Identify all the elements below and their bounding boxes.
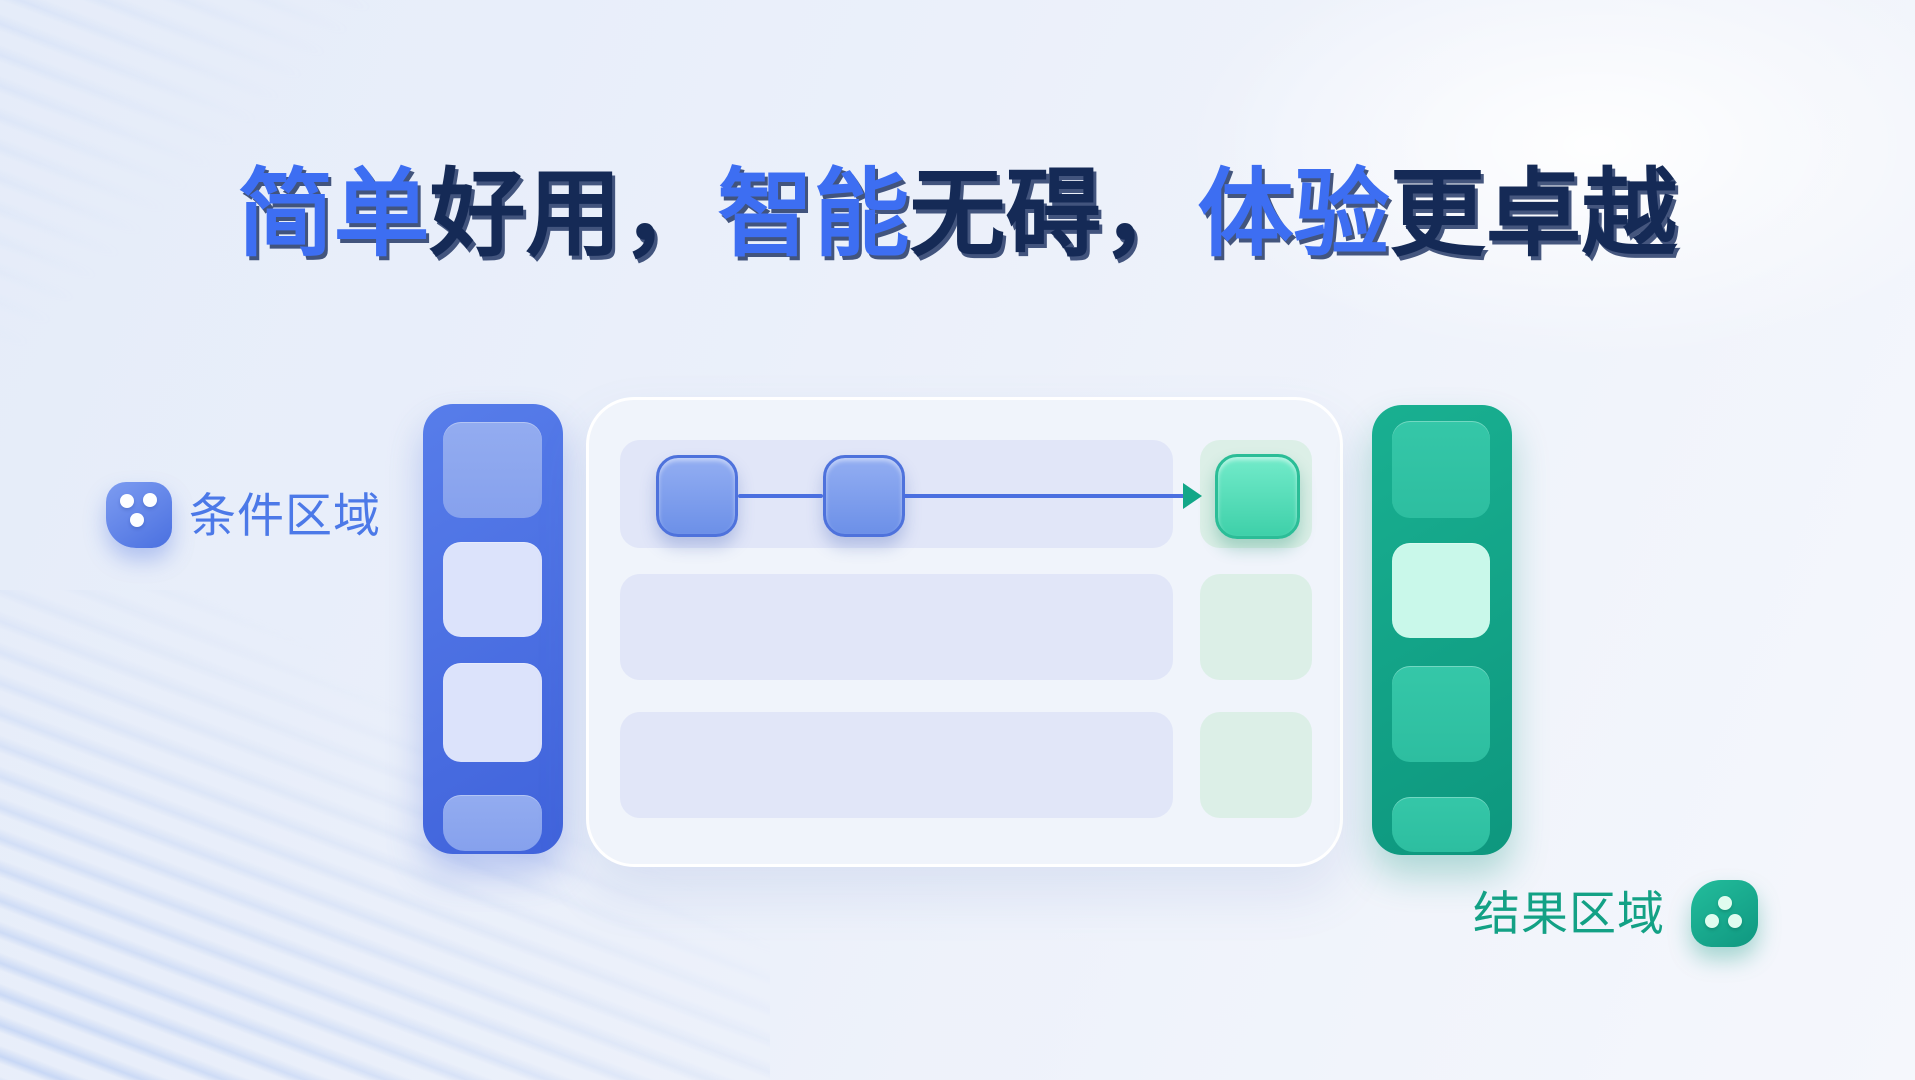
dice-dot bbox=[1718, 896, 1732, 910]
dice-dot bbox=[120, 494, 134, 508]
result-cell-filled bbox=[1392, 797, 1490, 852]
background-wave-lines-top bbox=[0, 0, 370, 350]
flow-card bbox=[586, 397, 1343, 867]
dice-three-dots-icon bbox=[1691, 880, 1758, 947]
dice-dot bbox=[130, 513, 144, 527]
result-node bbox=[1215, 454, 1300, 539]
headline-segment: 体验 bbox=[1197, 161, 1390, 268]
result-slot bbox=[1200, 574, 1312, 680]
dice-three-dots-icon bbox=[106, 482, 172, 548]
headline-segment: 无碍， bbox=[909, 161, 1198, 268]
flow-arrow-head-icon bbox=[1183, 483, 1202, 509]
condition-node bbox=[656, 455, 738, 537]
background-glow bbox=[1185, 0, 1915, 360]
condition-row-strip bbox=[620, 712, 1173, 818]
headline-segment: 更卓越 bbox=[1389, 161, 1678, 268]
headline-segment: 好用， bbox=[429, 161, 718, 268]
condition-legend: 条件区域 bbox=[106, 482, 381, 548]
result-label: 结果区域 bbox=[1473, 887, 1665, 940]
result-cell-filled bbox=[1392, 421, 1490, 518]
flow-connector bbox=[903, 494, 1185, 498]
headline-segment: 简单 bbox=[237, 161, 430, 268]
condition-cell-filled bbox=[443, 795, 542, 851]
condition-cell-empty bbox=[443, 663, 542, 762]
flow-connector bbox=[738, 494, 823, 498]
result-cell-filled bbox=[1392, 666, 1490, 762]
condition-label: 条件区域 bbox=[189, 488, 381, 542]
condition-column bbox=[423, 404, 563, 854]
condition-row-strip bbox=[620, 574, 1173, 680]
result-legend: 结果区域 bbox=[1473, 880, 1758, 947]
result-column bbox=[1372, 405, 1512, 855]
dice-dot bbox=[1705, 914, 1719, 928]
headline-segment: 智能 bbox=[717, 161, 910, 268]
result-cell-highlight bbox=[1392, 543, 1490, 638]
condition-cell-empty bbox=[443, 542, 542, 637]
condition-node bbox=[823, 455, 905, 537]
condition-cell-filled bbox=[443, 422, 542, 518]
dice-dot bbox=[143, 493, 157, 507]
headline: 简单好用，智能无碍，体验更卓越 bbox=[0, 161, 1915, 269]
dice-dot bbox=[1728, 914, 1742, 928]
result-slot bbox=[1200, 712, 1312, 818]
